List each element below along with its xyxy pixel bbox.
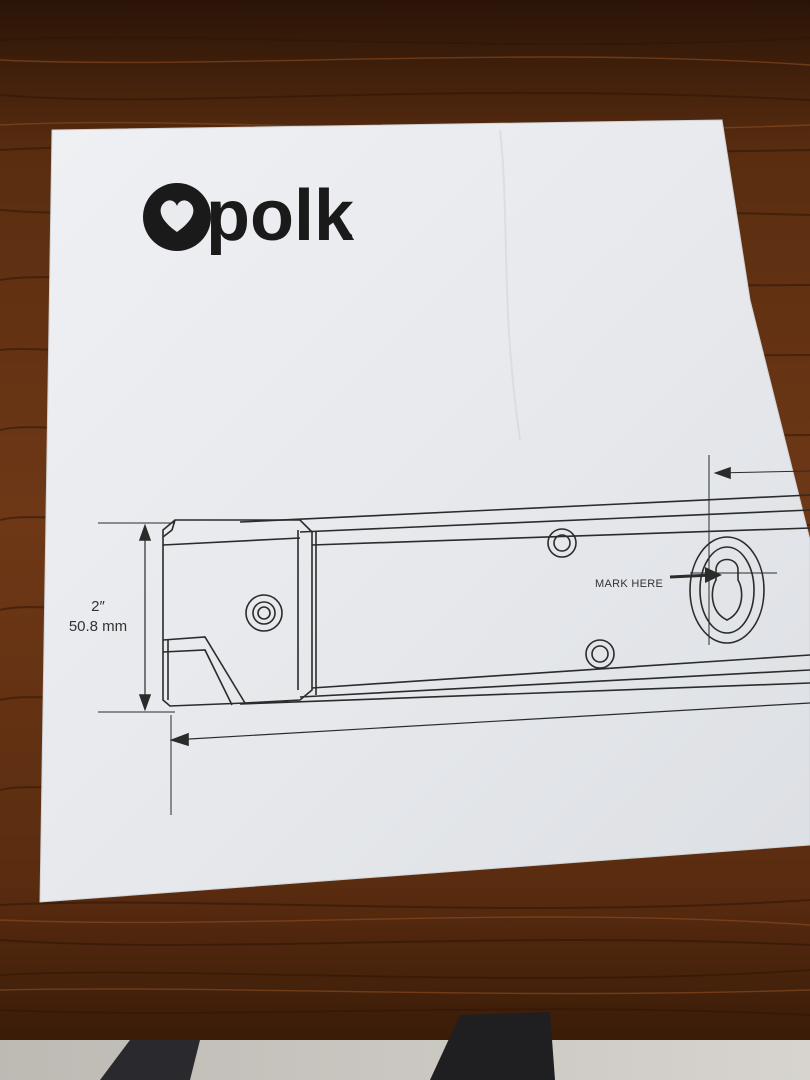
logo-wordmark: polk bbox=[206, 176, 355, 256]
height-mm-label: 50.8 mm bbox=[69, 618, 127, 635]
soundbar-drawing bbox=[98, 455, 810, 815]
heart-icon bbox=[160, 200, 194, 232]
instruction-sheet bbox=[39, 119, 810, 903]
polk-logo: polk bbox=[143, 176, 355, 256]
mark-here-label: MARK HERE bbox=[595, 578, 663, 590]
floor bbox=[0, 1012, 810, 1080]
height-inches-label: 2″ bbox=[91, 598, 105, 615]
